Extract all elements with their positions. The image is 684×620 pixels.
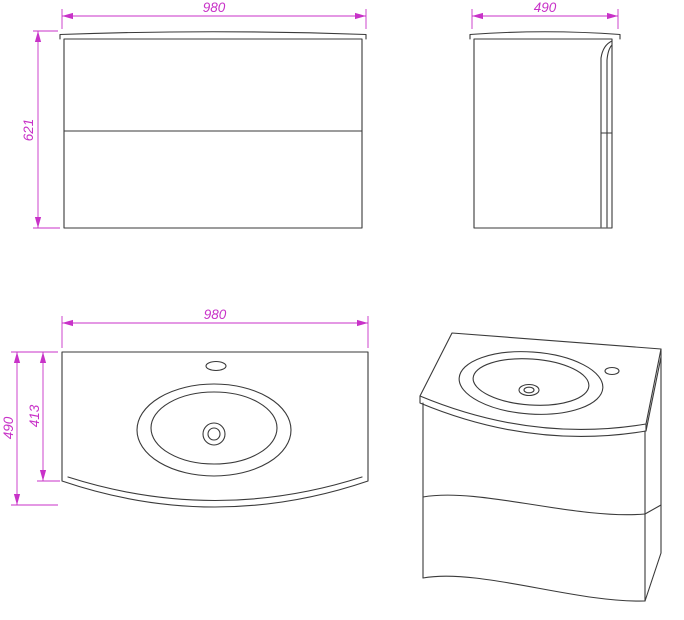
plan-drain-outer — [202, 422, 226, 446]
arrowhead — [13, 494, 21, 505]
persp-countertop-front-edge — [419, 395, 647, 437]
dim-front-height: 621 — [21, 30, 60, 229]
dim-front-height-label: 621 — [21, 119, 36, 142]
arrowhead — [39, 470, 47, 481]
plan-countertop-outline — [61, 351, 369, 508]
persp-drain-inner — [523, 386, 535, 394]
front-countertop — [59, 31, 367, 40]
front-view — [59, 31, 367, 229]
side-countertop — [469, 31, 621, 40]
dim-plan-width-label: 980 — [204, 307, 227, 322]
side-front-panel-inner — [606, 44, 613, 228]
arrowhead — [62, 12, 73, 20]
arrowhead — [39, 352, 47, 363]
side-cabinet-body — [473, 38, 613, 229]
side-view — [469, 31, 621, 229]
dim-plan-width: 980 — [61, 307, 369, 348]
persp-body-bottom — [422, 575, 646, 602]
plan-drain-inner — [207, 427, 221, 441]
plan-faucet-hole — [205, 360, 227, 372]
persp-faucet-hole — [604, 366, 620, 376]
persp-basin-outer — [458, 351, 604, 415]
persp-side-bottom-edge — [644, 552, 662, 602]
perspective-view — [419, 332, 662, 602]
dim-front-width: 980 — [61, 0, 367, 29]
dim-plan-inner-depth: 413 — [27, 352, 60, 482]
side-front-panel — [600, 40, 613, 228]
dim-front-width-label: 980 — [203, 0, 226, 15]
dim-plan-inner-depth-label: 413 — [27, 404, 42, 427]
dim-plan-depth: 490 — [1, 351, 58, 506]
front-cabinet-body — [63, 38, 363, 229]
persp-drawer-divider — [422, 494, 646, 516]
arrowhead — [357, 319, 368, 327]
arrowhead — [13, 352, 21, 363]
plan-front-edge-inner — [67, 476, 363, 502]
dim-plan-depth-label: 490 — [1, 416, 16, 439]
plan-basin-outer — [136, 383, 292, 477]
dim-side-depth-label: 490 — [534, 0, 557, 15]
arrowhead — [472, 12, 483, 20]
top-view — [61, 351, 369, 508]
persp-basin-inner — [472, 358, 590, 406]
arrowhead — [34, 217, 42, 228]
dim-side-depth: 490 — [471, 0, 619, 29]
arrowhead — [355, 12, 366, 20]
arrowhead — [607, 12, 618, 20]
persp-countertop-top — [419, 332, 662, 430]
arrowhead — [34, 31, 42, 42]
persp-drain-outer — [518, 383, 540, 397]
arrowhead — [62, 319, 73, 327]
plan-basin-inner — [150, 391, 278, 465]
persp-side-divider — [644, 504, 662, 515]
